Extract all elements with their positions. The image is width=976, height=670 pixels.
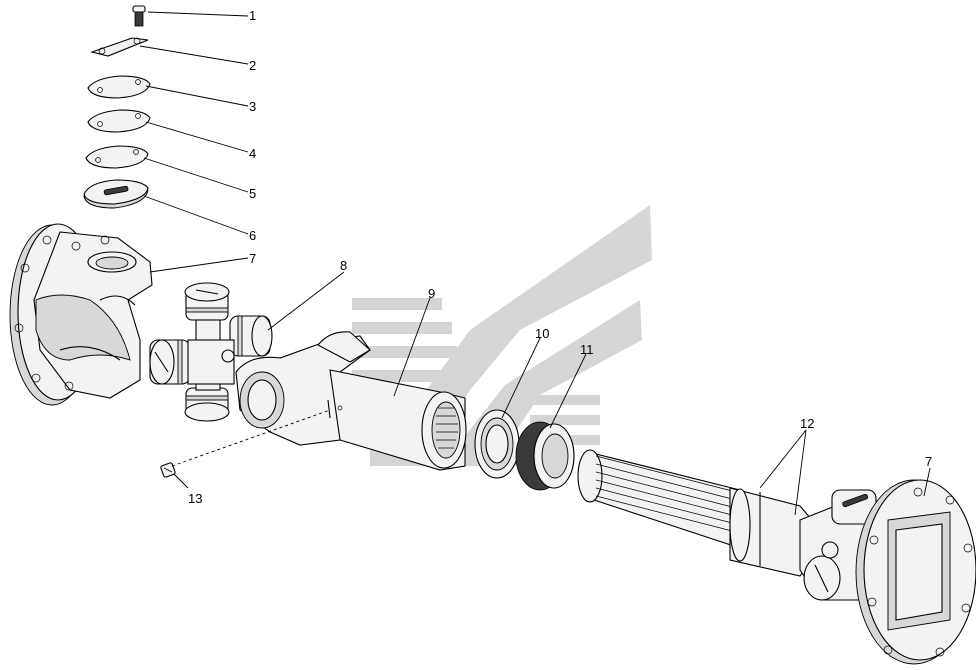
part-shim-5: [85, 145, 149, 169]
callout-13: 13: [188, 491, 202, 506]
part-slip-yoke: [235, 331, 467, 471]
callout-12: 12: [800, 416, 814, 431]
part-universal-joint-cross: [149, 282, 273, 422]
callout-10: 10: [535, 326, 549, 341]
callout-9: 9: [428, 286, 435, 301]
part-grease-nipple: [160, 409, 331, 478]
callout-7-right: 7: [925, 454, 932, 469]
callout-11: 11: [580, 342, 594, 357]
part-splined-shaft-yoke: [577, 449, 976, 665]
part-bolt: [132, 5, 146, 27]
callout-1: 1: [249, 8, 256, 23]
part-shim-4: [87, 109, 151, 133]
callout-3: 3: [249, 99, 256, 114]
part-flange-yoke-left: [9, 223, 153, 406]
callout-8: 8: [340, 258, 347, 273]
callout-4: 4: [249, 146, 256, 161]
part-shim-3: [87, 75, 151, 99]
leader-lines: [139, 11, 931, 516]
part-lock-plate: [90, 37, 149, 57]
callout-5: 5: [249, 186, 256, 201]
callout-2: 2: [249, 58, 256, 73]
part-needle-bearing: [474, 409, 520, 479]
part-seal-ring: [515, 421, 575, 491]
callout-6: 6: [249, 228, 256, 243]
part-cover-plate: [83, 179, 149, 209]
callout-7-left: 7: [249, 251, 256, 266]
callout-labels: 1 2 3 4 5 6 7 8 9 10 11 12 7 13: [188, 8, 932, 506]
